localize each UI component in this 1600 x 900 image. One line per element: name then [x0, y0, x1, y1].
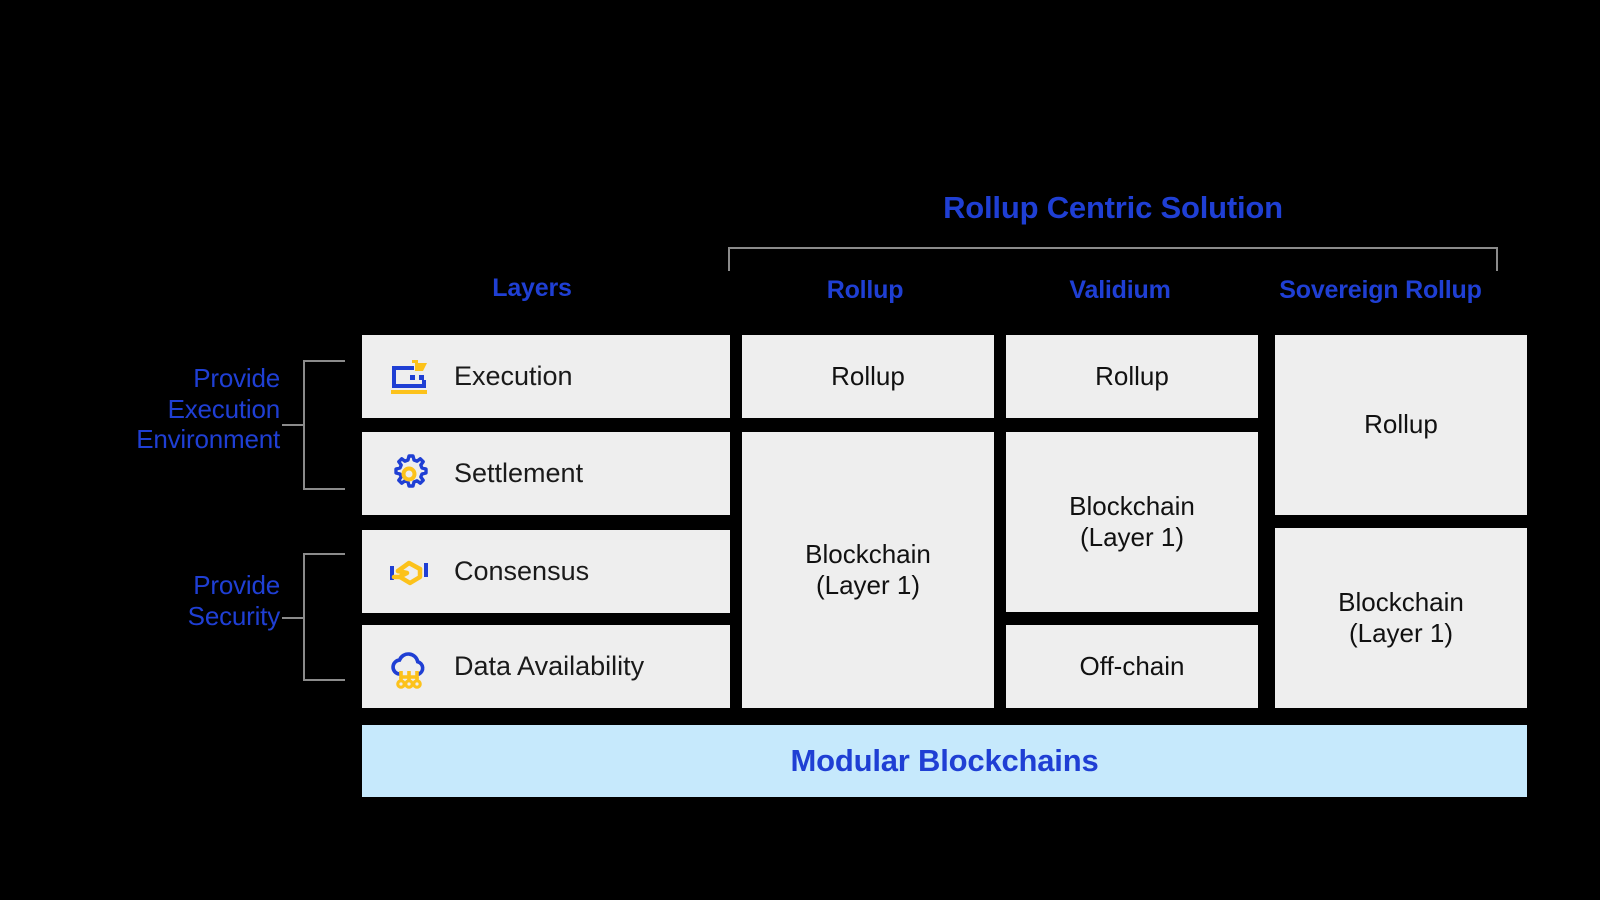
rollup-cell-blockchain[interactable]: Blockchain (Layer 1): [742, 432, 994, 708]
gear-icon: [386, 451, 432, 497]
cell-label: Blockchain (Layer 1): [1069, 490, 1195, 552]
validium-cell-rollup[interactable]: Rollup: [1006, 335, 1258, 418]
validium-cell-offchain[interactable]: Off-chain: [1006, 625, 1258, 708]
rollup-cell-rollup[interactable]: Rollup: [742, 335, 994, 418]
bracket-stub-execution-environment: [282, 424, 304, 426]
modular-blockchains-label: Modular Blockchains: [790, 743, 1099, 778]
layer-row-data-availability[interactable]: Data Availability: [362, 625, 730, 708]
column-header-validium: Validium: [1069, 276, 1171, 304]
cell-label: Rollup: [1364, 409, 1438, 440]
column-header-sovereign-rollup: Sovereign Rollup: [1279, 276, 1482, 304]
handshake-icon: [386, 549, 432, 595]
sovereign-rollup-cell-blockchain[interactable]: Blockchain (Layer 1): [1275, 528, 1527, 708]
column-header-rollup: Rollup: [826, 276, 904, 304]
bracket-security: [303, 553, 345, 681]
cloud-nodes-icon: [386, 644, 432, 690]
bracket-execution-environment: [303, 360, 345, 490]
cell-label: Rollup: [1095, 360, 1169, 391]
solution-bracket: [728, 247, 1498, 271]
side-label-execution-environment: Provide Execution Environment: [136, 363, 280, 455]
layer-row-consensus[interactable]: Consensus: [362, 530, 730, 613]
cell-label: Rollup: [831, 360, 905, 391]
column-header-layers: Layers: [492, 274, 572, 302]
layer-label: Settlement: [454, 458, 584, 489]
sovereign-rollup-cell-rollup[interactable]: Rollup: [1275, 335, 1527, 515]
layer-row-execution[interactable]: Execution: [362, 335, 730, 418]
bracket-stub-security: [282, 617, 304, 619]
layer-label: Data Availability: [454, 651, 645, 682]
cell-label: Off-chain: [1079, 650, 1185, 681]
cell-label: Blockchain (Layer 1): [1338, 586, 1464, 648]
side-label-security: Provide Security: [187, 570, 281, 631]
modular-blockchains-bar: Modular Blockchains: [362, 725, 1527, 797]
validium-cell-blockchain[interactable]: Blockchain (Layer 1): [1006, 432, 1258, 612]
layer-row-settlement[interactable]: Settlement: [362, 432, 730, 515]
cell-label: Blockchain (Layer 1): [805, 538, 931, 600]
laptop-cursor-icon: [386, 354, 432, 400]
layer-label: Execution: [454, 361, 573, 392]
layer-label: Consensus: [454, 556, 590, 587]
diagram-title: Rollup Centric Solution: [943, 190, 1283, 225]
